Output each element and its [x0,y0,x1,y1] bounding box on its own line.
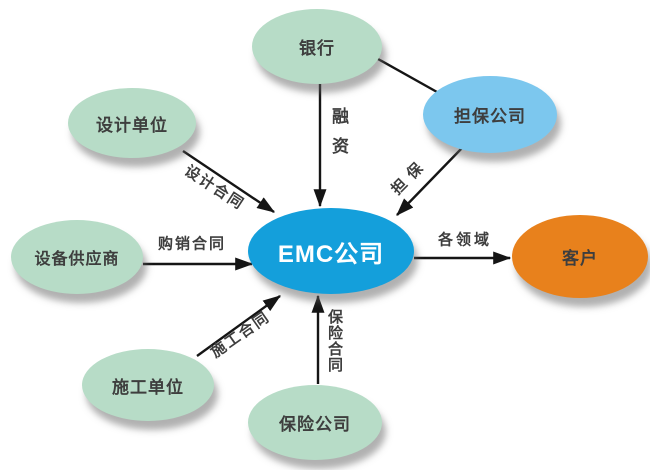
edge-label-insurance-contract: 保险合同 [326,309,343,373]
node-emc-company: EMC公司 [248,208,414,294]
node-customer-label: 客户 [562,249,598,268]
edge-line-guarantee [396,147,463,216]
node-guarantee-company-label: 担保公司 [454,107,526,126]
node-emc-company-label: EMC公司 [277,240,385,268]
edge-line-bank-guarantee-link [377,57,438,94]
edge-label-purchase-contract: 购销合同 [157,235,227,253]
node-bank: 银行 [252,9,382,84]
node-design-unit-label: 设计单位 [96,115,168,135]
edge-line-design-contract [182,150,275,213]
node-insurance-company: 保险公司 [248,385,382,460]
node-insurance-company-label: 保险公司 [279,415,351,434]
node-construction-unit: 施工单位 [82,349,214,421]
edge-label-financing: 融资 [329,107,348,167]
node-equipment-supplier-label: 设备供应商 [34,251,120,268]
node-equipment-supplier: 设备供应商 [11,220,143,294]
node-guarantee-company: 担保公司 [423,76,557,153]
edge-label-service-fields: 各领域 [437,231,493,249]
node-customer: 客户 [512,215,648,298]
node-construction-unit-label: 施工单位 [112,377,184,397]
edge-line-construction-contract [196,295,281,357]
node-bank-label: 银行 [299,39,335,58]
node-design-unit: 设计单位 [68,88,196,158]
